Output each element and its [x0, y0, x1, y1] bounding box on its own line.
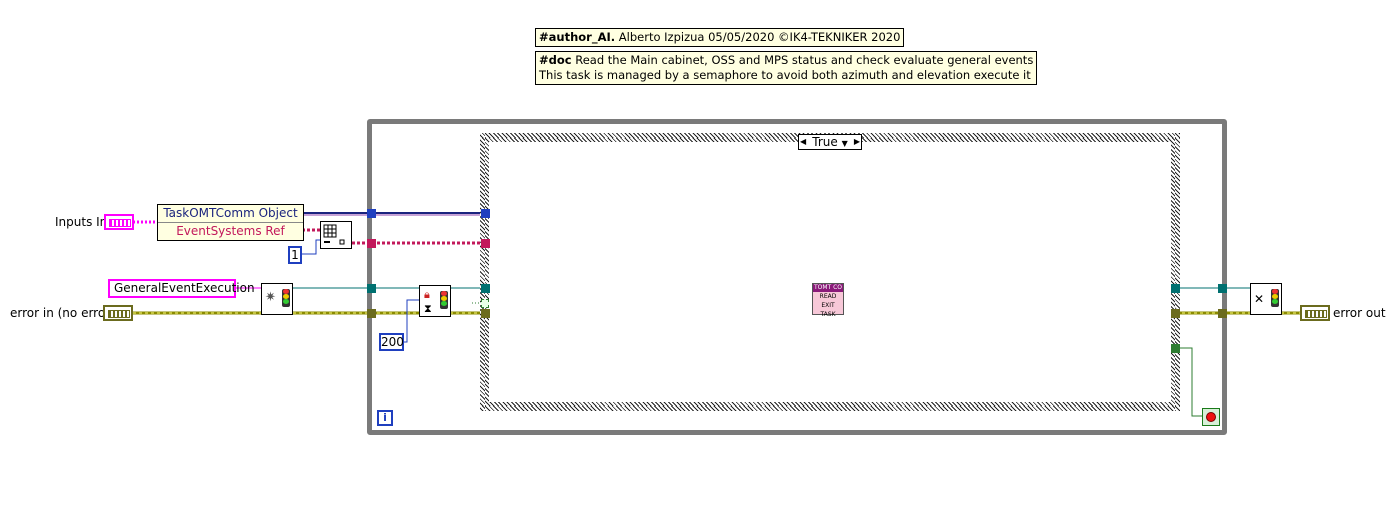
doc-line-1: Read the Main cabinet, OSS and MPS statu… [575, 53, 1034, 67]
index-array-node[interactable] [320, 221, 352, 249]
iteration-terminal: i [377, 410, 393, 426]
bool-wire-b [1176, 347, 1203, 417]
while-loop[interactable] [367, 119, 1227, 435]
index-wire [302, 239, 322, 255]
tunnel-ref-in[interactable] [367, 239, 376, 248]
tunnel-class-in[interactable] [367, 209, 376, 218]
close-icon: ✕ [1254, 292, 1265, 306]
doc-comment: #doc Read the Main cabinet, OSS and MPS … [535, 51, 1038, 85]
tunnel-bool-case[interactable] [481, 299, 489, 308]
unbundle-field-ref[interactable]: EventSystems Ref [176, 224, 285, 238]
doc-line-2: This task is managed by a semaphore to a… [539, 68, 1031, 82]
star-icon: ✷ [265, 290, 276, 305]
author-text: Alberto Izpizua 05/05/2020 ©IK4-TEKNIKER… [618, 30, 901, 44]
tunnel-err-case[interactable] [481, 309, 490, 318]
case-structure[interactable] [480, 133, 1180, 411]
doc-tag: #doc [539, 53, 572, 67]
timeout-wire [403, 299, 420, 343]
error-out-label: error out [1333, 306, 1386, 320]
tunnel-err-case-out[interactable] [1171, 309, 1180, 318]
loop-stop-terminal[interactable] [1202, 408, 1220, 426]
subvi-line-3: TASK [820, 311, 836, 318]
subvi-banner: TOMT CO [813, 284, 843, 292]
obtain-semaphore-node[interactable]: ✷ [261, 283, 293, 315]
hourglass-icon: ⧗ [424, 302, 432, 315]
case-selector-label: True [812, 135, 838, 149]
traffic-light-icon [1271, 289, 1279, 307]
case-selector[interactable]: ◀ True ▼ ▶ [798, 134, 862, 150]
timeout-constant[interactable]: 200 [379, 333, 404, 351]
traffic-light-icon [282, 289, 290, 307]
author-tag: #author_AI. [539, 30, 616, 44]
tunnel-err-out[interactable] [1218, 309, 1227, 318]
lock-icon: 🔒︎ [424, 288, 430, 301]
chevron-down-icon[interactable]: ▼ [841, 139, 848, 148]
tunnel-err-in[interactable] [367, 309, 376, 318]
release-semaphore-node[interactable]: ✕ [1250, 283, 1282, 315]
tunnel-sem-in[interactable] [367, 284, 376, 293]
inputs-in-label: Inputs In [55, 215, 108, 229]
subvi-line-2: READ EXIT [819, 293, 837, 309]
tunnel-bool-out[interactable] [1171, 344, 1180, 353]
acquire-semaphore-node[interactable]: 🔒︎ ⧗ [419, 285, 451, 317]
author-comment: #author_AI. Alberto Izpizua 05/05/2020 ©… [535, 28, 905, 47]
error-out-terminal[interactable] [1300, 305, 1330, 321]
selector-right-arrow[interactable]: ▶ [853, 137, 860, 146]
unbundle-by-name[interactable]: TaskOMTComm Object EventSystems Ref [157, 204, 304, 241]
read-exit-task-subvi[interactable]: TOMT CO READ EXIT TASK [812, 283, 844, 318]
grid-icon [323, 224, 345, 245]
selector-left-arrow[interactable]: ◀ [800, 137, 807, 146]
unbundle-field-class[interactable]: TaskOMTComm Object [158, 205, 303, 223]
index-constant[interactable]: 1 [288, 246, 302, 264]
traffic-light-icon [440, 291, 448, 309]
error-in-label: error in (no error) [10, 306, 115, 320]
tunnel-sem-case[interactable] [481, 284, 490, 293]
inputs-in-terminal[interactable] [104, 214, 134, 230]
error-in-terminal[interactable] [103, 305, 133, 321]
tunnel-sem-case-out[interactable] [1171, 284, 1180, 293]
tunnel-sem-out[interactable] [1218, 284, 1227, 293]
tunnel-ref-case[interactable] [481, 239, 490, 248]
semaphore-name-constant[interactable]: GeneralEventExecution [108, 279, 255, 298]
tunnel-class-case[interactable] [481, 209, 490, 218]
